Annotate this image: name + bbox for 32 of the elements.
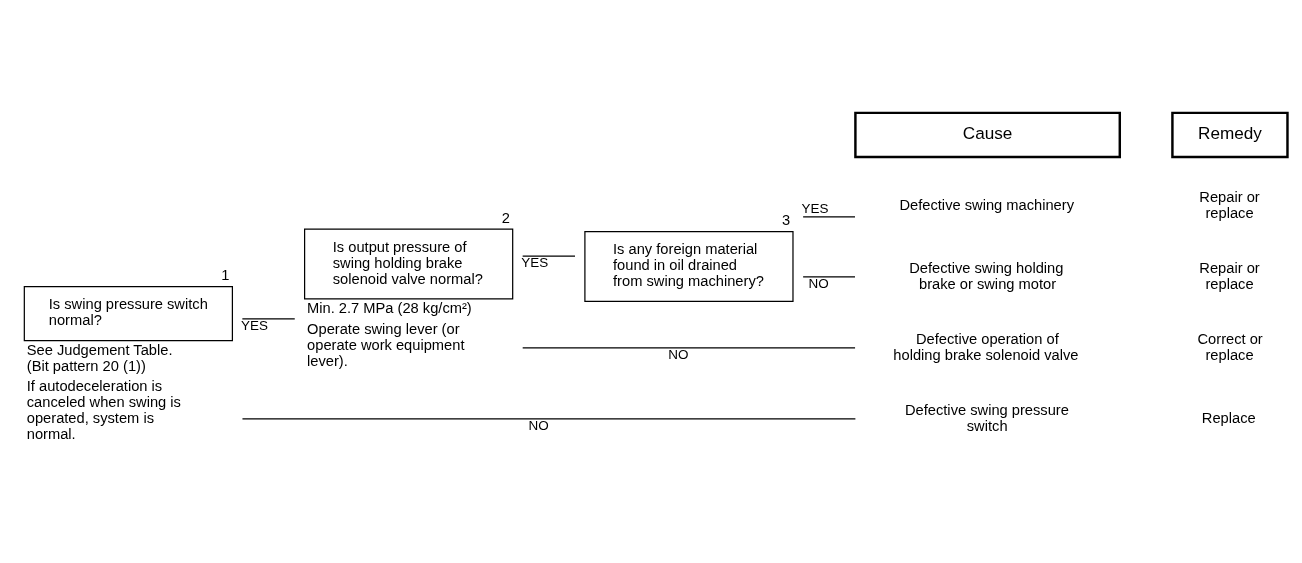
node-label: If autodeceleration is canceled when swing is operated, system is normal. [26,378,181,443]
connector [522,255,576,257]
label: Correct or replace [1197,330,1263,363]
node-label: Operate swing lever (or operate work equipment lever). [307,320,465,369]
node-box: Is any foreign material found in oil drained from swing machinery? [584,231,794,302]
edge-label: YES [521,254,549,270]
connector [522,347,856,349]
node-text: Defective operation of holding brake solenoid valve [893,330,1079,363]
node-label: See Judgement Table. (Bit pattern 20 (1)) [26,341,173,374]
edge-label: NO [528,417,549,433]
label: Remedy [1198,123,1262,144]
connector [802,216,856,218]
node-label: Min. 2.7 MPa (28 kg/cm²) [307,300,472,317]
node-text: Defective swing holding brake or swing motor [909,259,1064,292]
node-text: Defective swing pressure switch [904,401,1069,434]
label: Replace [1201,409,1256,426]
edge-label: NO [668,346,689,362]
label: Cause [962,123,1013,144]
edge-label: NO [808,275,829,291]
node-label: 2 [501,209,510,226]
node-label: 1 [221,267,230,284]
label: Repair or replace [1199,188,1260,221]
connector [241,418,856,420]
edge-label: YES [801,201,829,217]
connector [802,276,856,278]
node-label: 3 [781,212,791,229]
edge-label: YES [241,317,268,333]
connector [241,318,296,320]
node-text: Defective swing machinery [899,196,1074,213]
node-box: Is output pressure of swing holding brake solenoid valve normal? [304,228,514,300]
label: Repair or replace [1199,259,1260,292]
node-box: Is swing pressure switch normal? [23,286,233,342]
